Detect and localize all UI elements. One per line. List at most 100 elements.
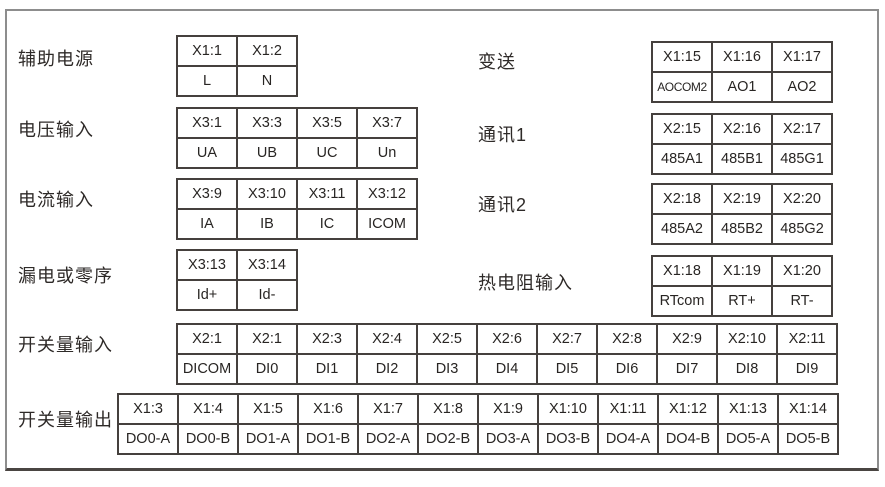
terminal-pin-cell: X1:8: [417, 393, 479, 425]
terminal-pin-cell: X2:4: [356, 323, 418, 355]
section-label-digital-input: 开关量输入: [18, 335, 113, 355]
terminal-pin-cell: X2:17: [771, 113, 833, 145]
terminal-signal-cell: DI7: [656, 353, 718, 385]
terminal-signal-cell: Un: [356, 137, 418, 169]
terminal-signal-cell: Id+: [176, 279, 238, 311]
terminal-pin-cell: X1:13: [717, 393, 779, 425]
terminal-signal-cell: UC: [296, 137, 358, 169]
terminal-pin-cell: X3:13: [176, 249, 238, 281]
terminal-pin-cell: X2:7: [536, 323, 598, 355]
terminal-pin-cell: X1:4: [177, 393, 239, 425]
terminal-signal-cell: DO2-B: [417, 423, 479, 455]
section-label-aux-power: 辅助电源: [18, 49, 94, 69]
terminal-pin-cell: X3:7: [356, 107, 418, 139]
terminal-pin-cell: X1:12: [657, 393, 719, 425]
terminal-signal-cell: DO1-B: [297, 423, 359, 455]
terminal-pin-cell: X3:1: [176, 107, 238, 139]
section-label-comm2: 通讯2: [478, 195, 528, 215]
terminal-signal-cell: DI5: [536, 353, 598, 385]
section-label-transmit: 变送: [478, 52, 516, 72]
terminal-pin-cell: X2:6: [476, 323, 538, 355]
terminal-signal-cell: N: [236, 65, 298, 97]
terminal-signal-cell: IA: [176, 208, 238, 240]
terminal-signal-cell: DICOM: [176, 353, 238, 385]
section-label-digital-output: 开关量输出: [18, 410, 113, 430]
terminal-signal-cell: DI9: [776, 353, 838, 385]
terminal-pin-cell: X3:3: [236, 107, 298, 139]
terminal-pin-cell: X1:3: [117, 393, 179, 425]
terminal-signal-cell: DI4: [476, 353, 538, 385]
terminal-signal-cell: ICOM: [356, 208, 418, 240]
terminal-signal-cell: DO0-B: [177, 423, 239, 455]
terminal-pin-cell: X1:6: [297, 393, 359, 425]
terminal-pin-cell: X3:10: [236, 178, 298, 210]
terminal-pin-cell: X1:20: [771, 255, 833, 287]
terminal-signal-cell: AO1: [711, 71, 773, 103]
terminal-signal-cell: AOCOM2: [651, 71, 713, 103]
terminal-pin-cell: X3:12: [356, 178, 418, 210]
terminal-signal-cell: DI1: [296, 353, 358, 385]
terminal-signal-cell: UA: [176, 137, 238, 169]
terminal-pin-cell: X1:15: [651, 41, 713, 73]
terminal-pin-cell: X1:5: [237, 393, 299, 425]
terminal-signal-cell: DI8: [716, 353, 778, 385]
terminal-signal-cell: DO3-A: [477, 423, 539, 455]
terminal-signal-cell: DO2-A: [357, 423, 419, 455]
terminal-signal-cell: UB: [236, 137, 298, 169]
terminal-pin-cell: X2:1: [236, 323, 298, 355]
terminal-pin-cell: X2:5: [416, 323, 478, 355]
terminal-pin-cell: X3:5: [296, 107, 358, 139]
terminal-signal-cell: DI0: [236, 353, 298, 385]
terminal-signal-cell: Id-: [236, 279, 298, 311]
terminal-pin-cell: X2:3: [296, 323, 358, 355]
terminal-signal-cell: RT-: [771, 285, 833, 317]
terminal-pin-cell: X2:16: [711, 113, 773, 145]
terminal-signal-cell: 485A2: [651, 213, 713, 245]
terminal-signal-cell: 485G1: [771, 143, 833, 175]
terminal-pin-cell: X2:20: [771, 183, 833, 215]
terminal-signal-cell: 485B2: [711, 213, 773, 245]
terminal-pin-cell: X2:15: [651, 113, 713, 145]
terminal-signal-cell: DI2: [356, 353, 418, 385]
terminal-pin-cell: X1:11: [597, 393, 659, 425]
terminal-pin-cell: X1:10: [537, 393, 599, 425]
terminal-pin-cell: X1:16: [711, 41, 773, 73]
terminal-pin-cell: X2:19: [711, 183, 773, 215]
section-label-voltage-input: 电压输入: [18, 120, 94, 140]
terminal-signal-cell: 485B1: [711, 143, 773, 175]
section-label-leakage-zero-seq: 漏电或零序: [18, 266, 113, 286]
terminal-pin-cell: X2:11: [776, 323, 838, 355]
terminal-pin-cell: X1:19: [711, 255, 773, 287]
terminal-pin-cell: X3:11: [296, 178, 358, 210]
terminal-pin-cell: X2:18: [651, 183, 713, 215]
terminal-pin-cell: X1:9: [477, 393, 539, 425]
terminal-pin-cell: X3:14: [236, 249, 298, 281]
terminal-signal-cell: RT+: [711, 285, 773, 317]
terminal-signal-cell: RTcom: [651, 285, 713, 317]
terminal-pin-cell: X1:2: [236, 35, 298, 67]
terminal-signal-cell: 485A1: [651, 143, 713, 175]
terminal-pin-cell: X2:8: [596, 323, 658, 355]
section-label-current-input: 电流输入: [18, 190, 94, 210]
terminal-signal-cell: L: [176, 65, 238, 97]
terminal-signal-cell: 485G2: [771, 213, 833, 245]
terminal-signal-cell: DI6: [596, 353, 658, 385]
terminal-signal-cell: DO1-A: [237, 423, 299, 455]
terminal-signal-cell: DO0-A: [117, 423, 179, 455]
